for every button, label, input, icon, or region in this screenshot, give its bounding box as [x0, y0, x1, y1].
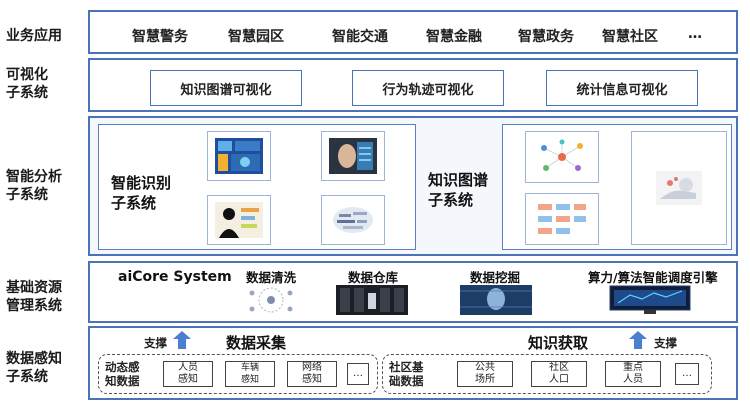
recognition-title: 智能识别 子系统 — [111, 174, 172, 212]
layer-label-resources: 基础资源 管理系统 — [6, 280, 62, 314]
app-smart-policing: 智慧警务 — [132, 29, 188, 45]
source-community-population: 社区人口 — [531, 361, 587, 387]
recognition-word-cloud-image — [321, 195, 385, 245]
resource-cleaning-image — [249, 287, 293, 313]
source-vehicle-sensing: 车辆感知 — [225, 361, 275, 387]
community-data-label: 社区基 础数据 — [389, 360, 424, 388]
recognition-silhouette-image — [207, 195, 271, 245]
graph-subpanel — [502, 124, 732, 250]
applications-panel: 智慧警务 智慧园区 智能交通 智慧金融 智慧政务 智慧社区 … — [88, 10, 738, 54]
app-smart-finance: 智慧金融 — [426, 29, 482, 45]
source-more-dynamic: … — [347, 363, 369, 385]
vis-statistics: 统计信息可视化 — [546, 70, 698, 106]
resource-scheduler-image — [609, 285, 691, 314]
layer-label-perception: 数据感知 子系统 — [6, 351, 62, 385]
support-arrow-left-icon — [173, 331, 191, 349]
source-network-sensing: 网络感知 — [287, 361, 337, 387]
support-label-left: 支撑 — [144, 336, 167, 350]
community-data-group: 社区基 础数据 公共场所 社区人口 重点人员 … — [382, 354, 712, 394]
visualization-panel: 知识图谱可视化 行为轨迹可视化 统计信息可视化 — [88, 58, 738, 112]
recognition-face-scan-image — [321, 131, 385, 181]
support-label-right: 支撑 — [654, 336, 677, 350]
resource-scheduler-label: 算力/算法智能调度引擎 — [588, 270, 718, 285]
source-person-sensing: 人员感知 — [163, 361, 213, 387]
knowledge-title: 知识获取 — [528, 334, 589, 352]
resource-mining-label: 数据挖掘 — [470, 270, 521, 285]
dynamic-data-label: 动态感 知数据 — [105, 360, 140, 388]
graph-title: 知识图谱 子系统 — [428, 171, 489, 209]
app-smart-traffic: 智能交通 — [332, 29, 388, 45]
layer-label-visualization: 可视化 子系统 — [6, 67, 48, 101]
recognition-dashboard-image — [207, 131, 271, 181]
dynamic-data-group: 动态感 知数据 人员感知 车辆感知 网络感知 … — [98, 354, 378, 394]
layer-label-analysis: 智能分析 子系统 — [6, 169, 62, 203]
layer-label-applications: 业务应用 — [6, 28, 62, 44]
source-more-community: … — [675, 363, 699, 385]
graph-entity-list-image — [525, 193, 599, 245]
resource-warehouse-image — [336, 285, 408, 315]
app-smart-community: 智慧社区 — [602, 29, 658, 45]
source-public-places: 公共场所 — [457, 361, 513, 387]
vis-knowledge-graph: 知识图谱可视化 — [150, 70, 302, 106]
perception-panel: 支撑 数据采集 知识获取 支撑 动态感 知数据 人员感知 车辆感知 网络感知 …… — [88, 326, 738, 400]
graph-robot-hand-image — [631, 131, 727, 245]
app-smart-government: 智慧政务 — [518, 29, 574, 45]
analysis-panel: 智能识别 子系统 — [88, 116, 738, 256]
app-smart-park: 智慧园区 — [228, 29, 284, 45]
resources-panel: aiCore System 数据清洗 数据仓库 数据挖掘 算力/算法智能调度引擎 — [88, 261, 738, 323]
collection-title: 数据采集 — [226, 334, 287, 352]
app-more-ellipsis: … — [688, 26, 702, 42]
recognition-subpanel: 智能识别 子系统 — [98, 124, 416, 250]
resource-warehouse-label: 数据仓库 — [348, 270, 399, 285]
graph-network-image — [525, 131, 599, 183]
source-key-persons: 重点人员 — [605, 361, 661, 387]
vis-behavior-trajectory: 行为轨迹可视化 — [352, 70, 504, 106]
resource-aicore-label: aiCore System — [118, 269, 232, 285]
support-arrow-right-icon — [629, 331, 647, 349]
resource-mining-image — [460, 285, 532, 315]
resource-cleaning-label: 数据清洗 — [246, 270, 297, 285]
